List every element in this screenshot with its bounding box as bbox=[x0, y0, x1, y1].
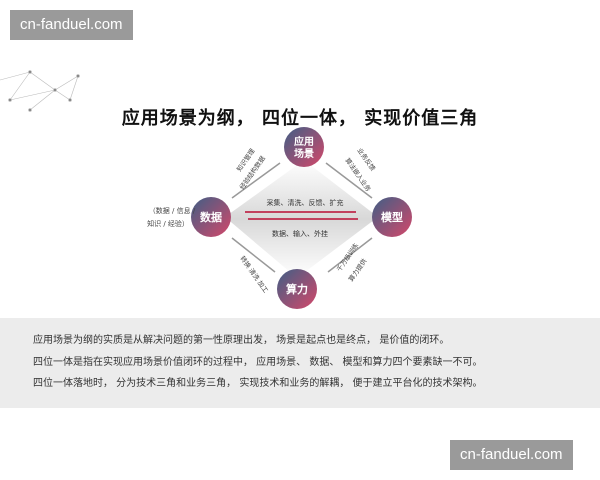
center-lower-text: 数据、输入、外挂 bbox=[272, 229, 328, 238]
node-bottom-label: 算力 bbox=[285, 282, 308, 296]
node-top-label1: 应用 bbox=[294, 135, 314, 148]
paragraph-2: 四位一体是指在实现应用场景价值闭环的过程中， 应用场景、 数据、 模型和算力四个… bbox=[33, 357, 483, 368]
network-decoration bbox=[0, 70, 80, 112]
paragraph-3: 四位一体落地时， 分为技术三角和业务三角， 实现技术和业务的解耦， 便于建立平台… bbox=[33, 378, 483, 389]
page-title: 应用场景为纲， 四位一体， 实现价值三角 bbox=[121, 108, 479, 129]
diagram: 应用 场景 数据 模型 算力 （数据 / 信息 / 知识 / 经验） 采集、清洗… bbox=[0, 70, 412, 309]
watermark-top: cn-fanduel.com bbox=[10, 10, 133, 40]
center-upper-text: 采集、清洗、反馈、扩充 bbox=[267, 198, 344, 207]
node-right: 模型 bbox=[372, 197, 412, 237]
edge-bottom-left: 转换 清洗 加工 bbox=[238, 254, 270, 295]
edge-arrows bbox=[231, 162, 373, 273]
node-left: 数据 bbox=[191, 197, 231, 237]
node-right-label: 模型 bbox=[381, 210, 403, 224]
left-note-2: 知识 / 经验） bbox=[147, 219, 189, 228]
node-left-label: 数据 bbox=[200, 210, 222, 224]
left-note-1: （数据 / 信息 / bbox=[149, 206, 196, 215]
paragraph-1: 应用场景为纲的实质是从解决问题的第一性原理出发， 场景是起点也是终点， 是价值的… bbox=[33, 335, 450, 346]
node-top-label2: 场景 bbox=[294, 147, 314, 160]
node-bottom: 算力 bbox=[277, 269, 317, 309]
description-panel: 应用场景为纲的实质是从解决问题的第一性原理出发， 场景是起点也是终点， 是价值的… bbox=[0, 318, 600, 408]
node-top: 应用 场景 bbox=[284, 127, 324, 167]
watermark-bottom: cn-fanduel.com bbox=[450, 440, 573, 470]
